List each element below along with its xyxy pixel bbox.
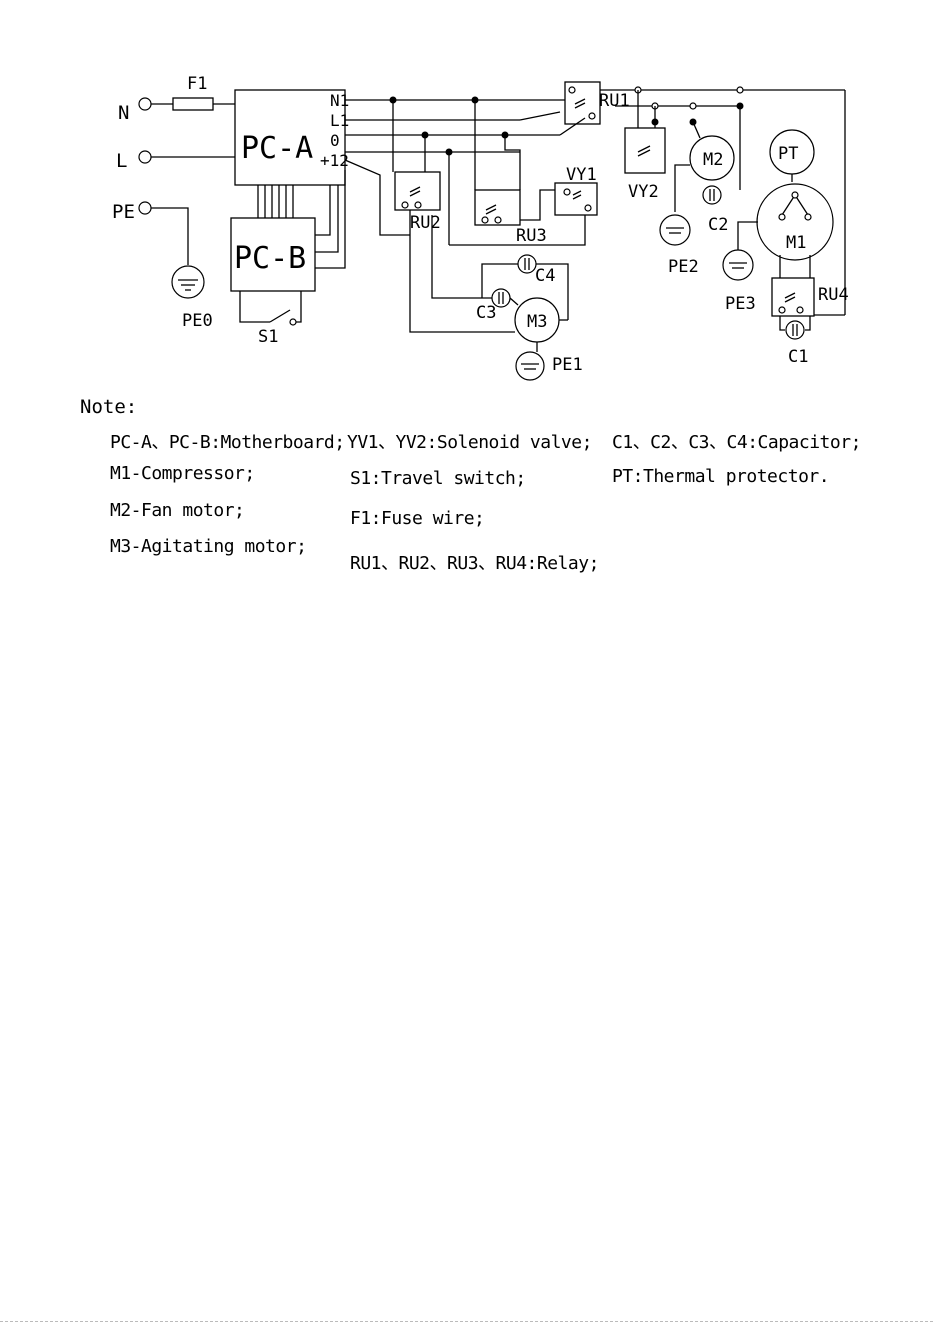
ground-pe0: PE0 xyxy=(151,207,213,331)
svg-text:0: 0 xyxy=(330,131,340,150)
note-compressor: M1-Compressor; xyxy=(110,463,255,484)
svg-text:M2: M2 xyxy=(703,150,723,170)
ground-pe2: PE2 xyxy=(659,164,699,277)
svg-text:PC-A: PC-A xyxy=(241,131,313,166)
svg-text:M3: M3 xyxy=(527,312,547,332)
svg-text:C1: C1 xyxy=(788,347,808,367)
svg-text:L: L xyxy=(116,150,127,172)
main-buses xyxy=(345,96,586,156)
input-terminal-l: L xyxy=(116,150,152,172)
motor-m2: M2 xyxy=(689,106,741,190)
relay-ru1: RU1 xyxy=(564,81,630,125)
svg-text:PE3: PE3 xyxy=(725,294,756,314)
motor-m3: M3 xyxy=(409,210,568,343)
note-agitating-motor: M3-Agitating motor; xyxy=(110,536,307,557)
pca-terminal-labels: N1 L1 0 +12 xyxy=(320,91,349,170)
note-fuse-wire: F1:Fuse wire; xyxy=(350,508,485,529)
board-pc-b: PC-B xyxy=(230,170,346,292)
board-bus xyxy=(257,185,294,218)
svg-text:PE1: PE1 xyxy=(552,355,583,375)
switch-s1: S1 xyxy=(239,291,302,347)
input-terminal-n: N xyxy=(118,97,152,124)
relay-ru3: RU3 xyxy=(448,100,586,246)
wiring-diagram: N L PE F1 PE0 PC-A N1 L1 0 +12 xyxy=(112,74,849,381)
note-thermal-protector: PT:Thermal protector. xyxy=(612,466,830,487)
note-capacitor: C1、C2、C3、C4:Capacitor; xyxy=(612,432,861,453)
svg-text:VY2: VY2 xyxy=(628,182,659,202)
board-pc-a: PC-A xyxy=(234,89,346,186)
fuse-f1: F1 xyxy=(151,74,235,111)
svg-text:PE0: PE0 xyxy=(182,311,213,331)
note-motherboard: PC-A、PC-B:Motherboard; xyxy=(110,432,345,453)
svg-text:PE: PE xyxy=(112,201,135,223)
relay-ru4: RU4 xyxy=(771,255,849,317)
valve-vy1: VY1 xyxy=(520,165,598,221)
page-bottom-rule xyxy=(0,1321,933,1322)
svg-text:PC-B: PC-B xyxy=(234,241,306,276)
ground-pe3: PE3 xyxy=(722,221,758,314)
thermal-protector-pt: PT xyxy=(769,129,815,182)
svg-text:N1: N1 xyxy=(330,91,349,110)
input-terminal-pe: PE xyxy=(112,201,152,223)
ground-pe1: PE1 xyxy=(515,342,583,381)
svg-text:F1: F1 xyxy=(187,74,207,94)
svg-text:C3: C3 xyxy=(476,303,496,323)
capacitor-c2: C2 xyxy=(702,185,728,235)
svg-text:N: N xyxy=(118,102,129,124)
svg-text:L1: L1 xyxy=(330,111,349,130)
capacitor-c1: C1 xyxy=(779,316,811,367)
svg-text:VY1: VY1 xyxy=(566,165,597,185)
note-fan-motor: M2-Fan motor; xyxy=(110,500,245,521)
compressor-m1: M1 xyxy=(756,183,834,261)
svg-text:RU3: RU3 xyxy=(516,226,547,246)
note-relay: RU1、RU2、RU3、RU4:Relay; xyxy=(350,553,599,574)
svg-text:M1: M1 xyxy=(786,233,806,253)
svg-text:C4: C4 xyxy=(535,266,555,286)
capacitor-c4: C4 xyxy=(481,254,569,320)
note-title: Note: xyxy=(80,396,138,418)
relay-ru2: RU2 xyxy=(344,100,441,236)
svg-text:+12: +12 xyxy=(320,151,349,170)
note-travel-switch: S1:Travel switch; xyxy=(350,468,526,489)
svg-text:PT: PT xyxy=(778,144,798,164)
capacitor-c3: C3 xyxy=(431,215,511,323)
svg-text:C2: C2 xyxy=(708,215,728,235)
svg-text:RU2: RU2 xyxy=(410,213,441,233)
note-solenoid-valve: YV1、YV2:Solenoid valve; xyxy=(347,432,592,453)
valve-vy2: VY2 xyxy=(624,90,666,202)
svg-text:S1: S1 xyxy=(258,327,278,347)
svg-text:RU1: RU1 xyxy=(599,91,630,111)
svg-text:PE2: PE2 xyxy=(668,257,699,277)
svg-text:RU4: RU4 xyxy=(818,285,849,305)
